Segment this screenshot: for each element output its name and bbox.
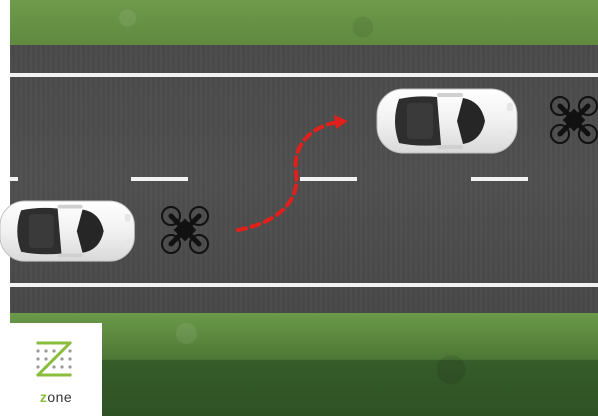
drone-icon xyxy=(162,207,208,253)
car-left xyxy=(0,201,134,261)
dashed-arrow-icon xyxy=(238,115,348,230)
logo-wordmark: zone xyxy=(10,389,102,405)
drone-icon xyxy=(551,97,597,143)
brand-logo: zone xyxy=(10,323,102,416)
z-dot-logo-icon xyxy=(10,323,102,389)
car-right xyxy=(377,89,517,153)
logo-word-rest: one xyxy=(47,389,72,405)
